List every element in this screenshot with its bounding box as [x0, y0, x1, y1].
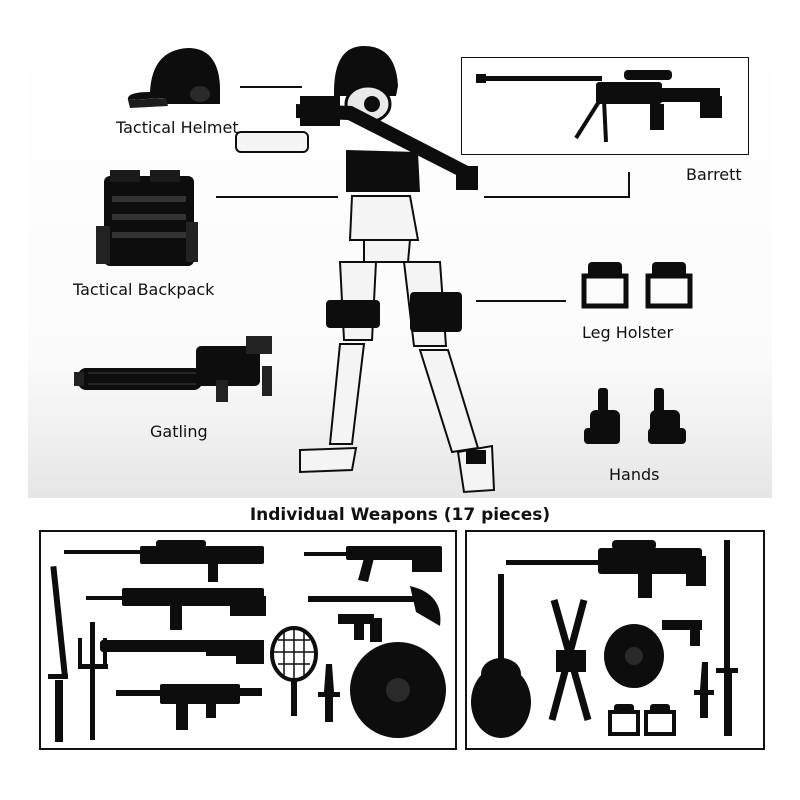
weapon-pistol-icon — [338, 614, 382, 642]
gatling-icon — [74, 336, 272, 402]
weapon-trident-icon — [78, 622, 108, 740]
weapon-knife-icon — [694, 662, 714, 718]
holster-leader-line — [476, 300, 566, 302]
weapon-clip-left-icon — [608, 704, 640, 736]
weapons-section-title: Individual Weapons (17 pieces) — [249, 505, 551, 525]
weapon-katana-icon — [48, 565, 68, 742]
weapon-small-shield-icon — [604, 624, 664, 688]
weapon-racket-icon — [270, 626, 318, 716]
tactical-helmet-icon — [127, 48, 220, 108]
weapon-sniper-rifle-icon — [64, 540, 264, 582]
weapon-shotgun-icon — [100, 640, 264, 664]
weapon-scissor-blades-icon — [548, 599, 592, 721]
figure-rifle — [296, 96, 478, 190]
barrett-rifle-icon — [476, 70, 722, 143]
hand-right-icon — [648, 388, 686, 444]
weapon-smg-icon — [116, 684, 262, 730]
label-tactical-backpack: Tactical Backpack — [73, 280, 215, 299]
weapon-assault-rifle-icon — [86, 588, 266, 630]
label-hands: Hands — [609, 465, 660, 484]
barrett-leader-riser — [628, 172, 630, 198]
label-gatling: Gatling — [150, 422, 208, 441]
weapon-clip-right-icon — [644, 704, 676, 736]
weapon-mini-pistol-icon — [662, 620, 702, 646]
barrett-leader-line — [484, 196, 630, 198]
leg-holster-right-icon — [645, 262, 693, 309]
backpack-leader-line — [216, 196, 338, 198]
label-leg-holster: Leg Holster — [582, 323, 674, 342]
weapon-round-shield-icon — [350, 642, 446, 738]
weapon-heavy-rifle-icon — [506, 540, 706, 598]
action-figure — [235, 46, 496, 494]
label-barrett: Barrett — [686, 165, 742, 184]
hand-left-icon — [584, 388, 620, 444]
weapon-long-sword-icon — [716, 540, 738, 736]
leg-holster-left-icon — [581, 262, 629, 309]
weapon-dagger-icon — [318, 664, 340, 722]
weapon-ak-rifle-icon — [304, 546, 442, 582]
tactical-backpack-icon — [96, 170, 198, 266]
label-tactical-helmet: Tactical Helmet — [116, 118, 239, 137]
weapon-guitar-icon — [471, 574, 531, 738]
weapon-axe-icon — [308, 586, 441, 626]
helmet-leader-line — [240, 86, 302, 88]
